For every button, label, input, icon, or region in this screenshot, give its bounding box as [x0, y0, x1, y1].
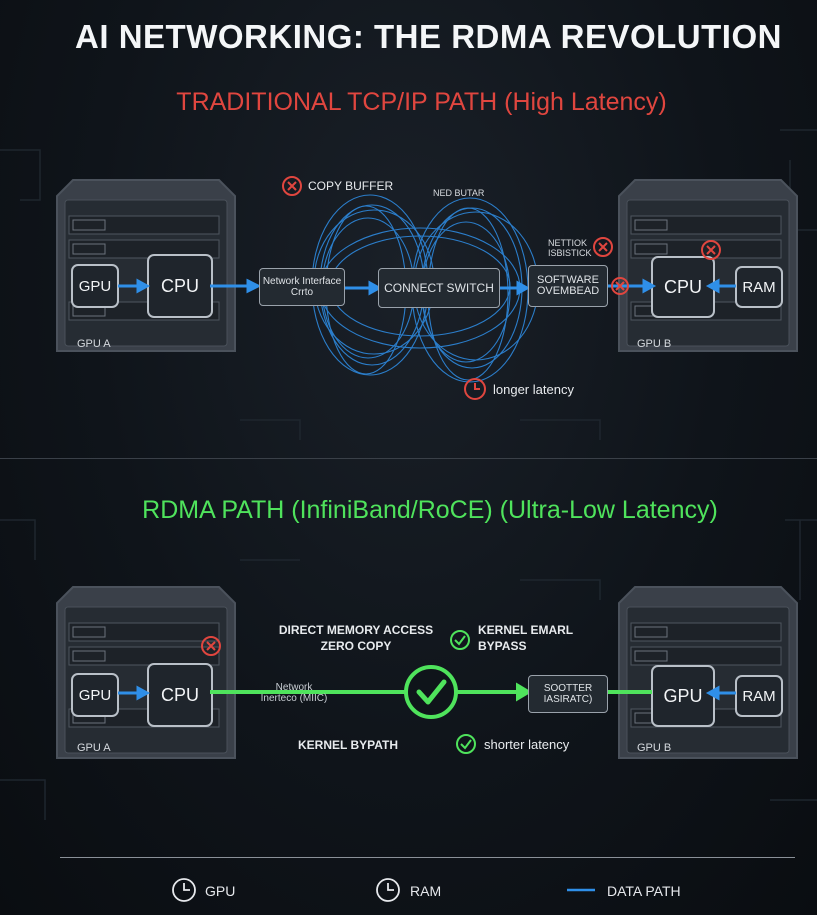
- close-icon: [593, 237, 613, 257]
- close-icon: [611, 277, 629, 295]
- legend-data-path: DATA PATH: [607, 883, 681, 899]
- cpu-box: CPU: [147, 254, 213, 318]
- close-icon: [701, 240, 721, 260]
- legend-divider: [60, 857, 795, 858]
- server-label: GPU B: [637, 338, 672, 350]
- gpu-box: GPU: [71, 264, 119, 308]
- connect-switch: CONNECT SWITCH: [378, 268, 500, 308]
- network-interface-card: Network Interface Crrto: [259, 268, 345, 306]
- close-icon: [282, 176, 302, 196]
- network-interface-card: Network Inerteco (MIIC): [260, 682, 328, 704]
- rdma-heading: RDMA PATH (InfiniBand/RoCE) (Ultra-Low L…: [142, 496, 718, 524]
- check-circle-icon: [450, 630, 470, 650]
- ram-box: RAM: [735, 266, 783, 308]
- kernel-emarl-label: KERNEL EMARL: [478, 623, 574, 637]
- legend-ram: RAM: [410, 883, 442, 899]
- server-label: GPU A: [77, 742, 111, 754]
- cpu-box: CPU: [147, 663, 213, 727]
- nettiok-label: NETTIOK ISBISTICK: [548, 238, 592, 258]
- gpu-box: GPU: [71, 673, 119, 717]
- ram-box: RAM: [735, 675, 783, 717]
- cpu-box: CPU: [651, 256, 715, 318]
- traditional-heading: TRADITIONAL TCP/IP PATH (High Latency): [176, 88, 667, 116]
- server-b-traditional: CPU RAM GPU B: [617, 178, 799, 353]
- clock-icon: [464, 378, 486, 400]
- zero-copy-label: ZERO COPY: [320, 639, 392, 653]
- server-a-rdma: GPU CPU GPU A: [55, 585, 237, 760]
- page-title: AI NETWORKING: THE RDMA REVOLUTION: [75, 18, 782, 55]
- rdma-data-path: [118, 630, 736, 754]
- check-circle-icon: [456, 734, 476, 754]
- longer-latency-label: longer latency: [493, 382, 574, 397]
- sootter-box: SOOTTER IASIRATC): [528, 675, 608, 713]
- dma-label: DIRECT MEMORY ACCESS: [278, 623, 434, 637]
- section-divider: [0, 458, 817, 459]
- bypass-label: BYPASS: [478, 639, 527, 653]
- close-icon: [201, 636, 221, 656]
- software-overhead-box: SOFTWARE OVEMBEAD: [528, 265, 608, 307]
- gpu-box: GPU: [651, 665, 715, 727]
- clock-icon: [172, 878, 196, 902]
- check-circle-icon: [404, 665, 458, 719]
- ned-butar-label: NED BUTAR: [433, 188, 485, 198]
- server-label: GPU B: [637, 742, 672, 754]
- server-label: GPU A: [77, 338, 111, 350]
- server-a-traditional: GPU CPU GPU A: [55, 178, 237, 353]
- legend-gpu: GPU: [205, 883, 236, 899]
- copy-buffer-label: COPY BUFFER: [308, 179, 394, 193]
- server-b-rdma: GPU RAM GPU B: [617, 585, 799, 760]
- error-icons: [282, 176, 721, 400]
- clock-icon: [376, 878, 400, 902]
- kernel-bypath-label: KERNEL BYPATH: [298, 738, 399, 752]
- legend-icons: [172, 878, 595, 902]
- shorter-latency-label: shorter latency: [484, 737, 570, 752]
